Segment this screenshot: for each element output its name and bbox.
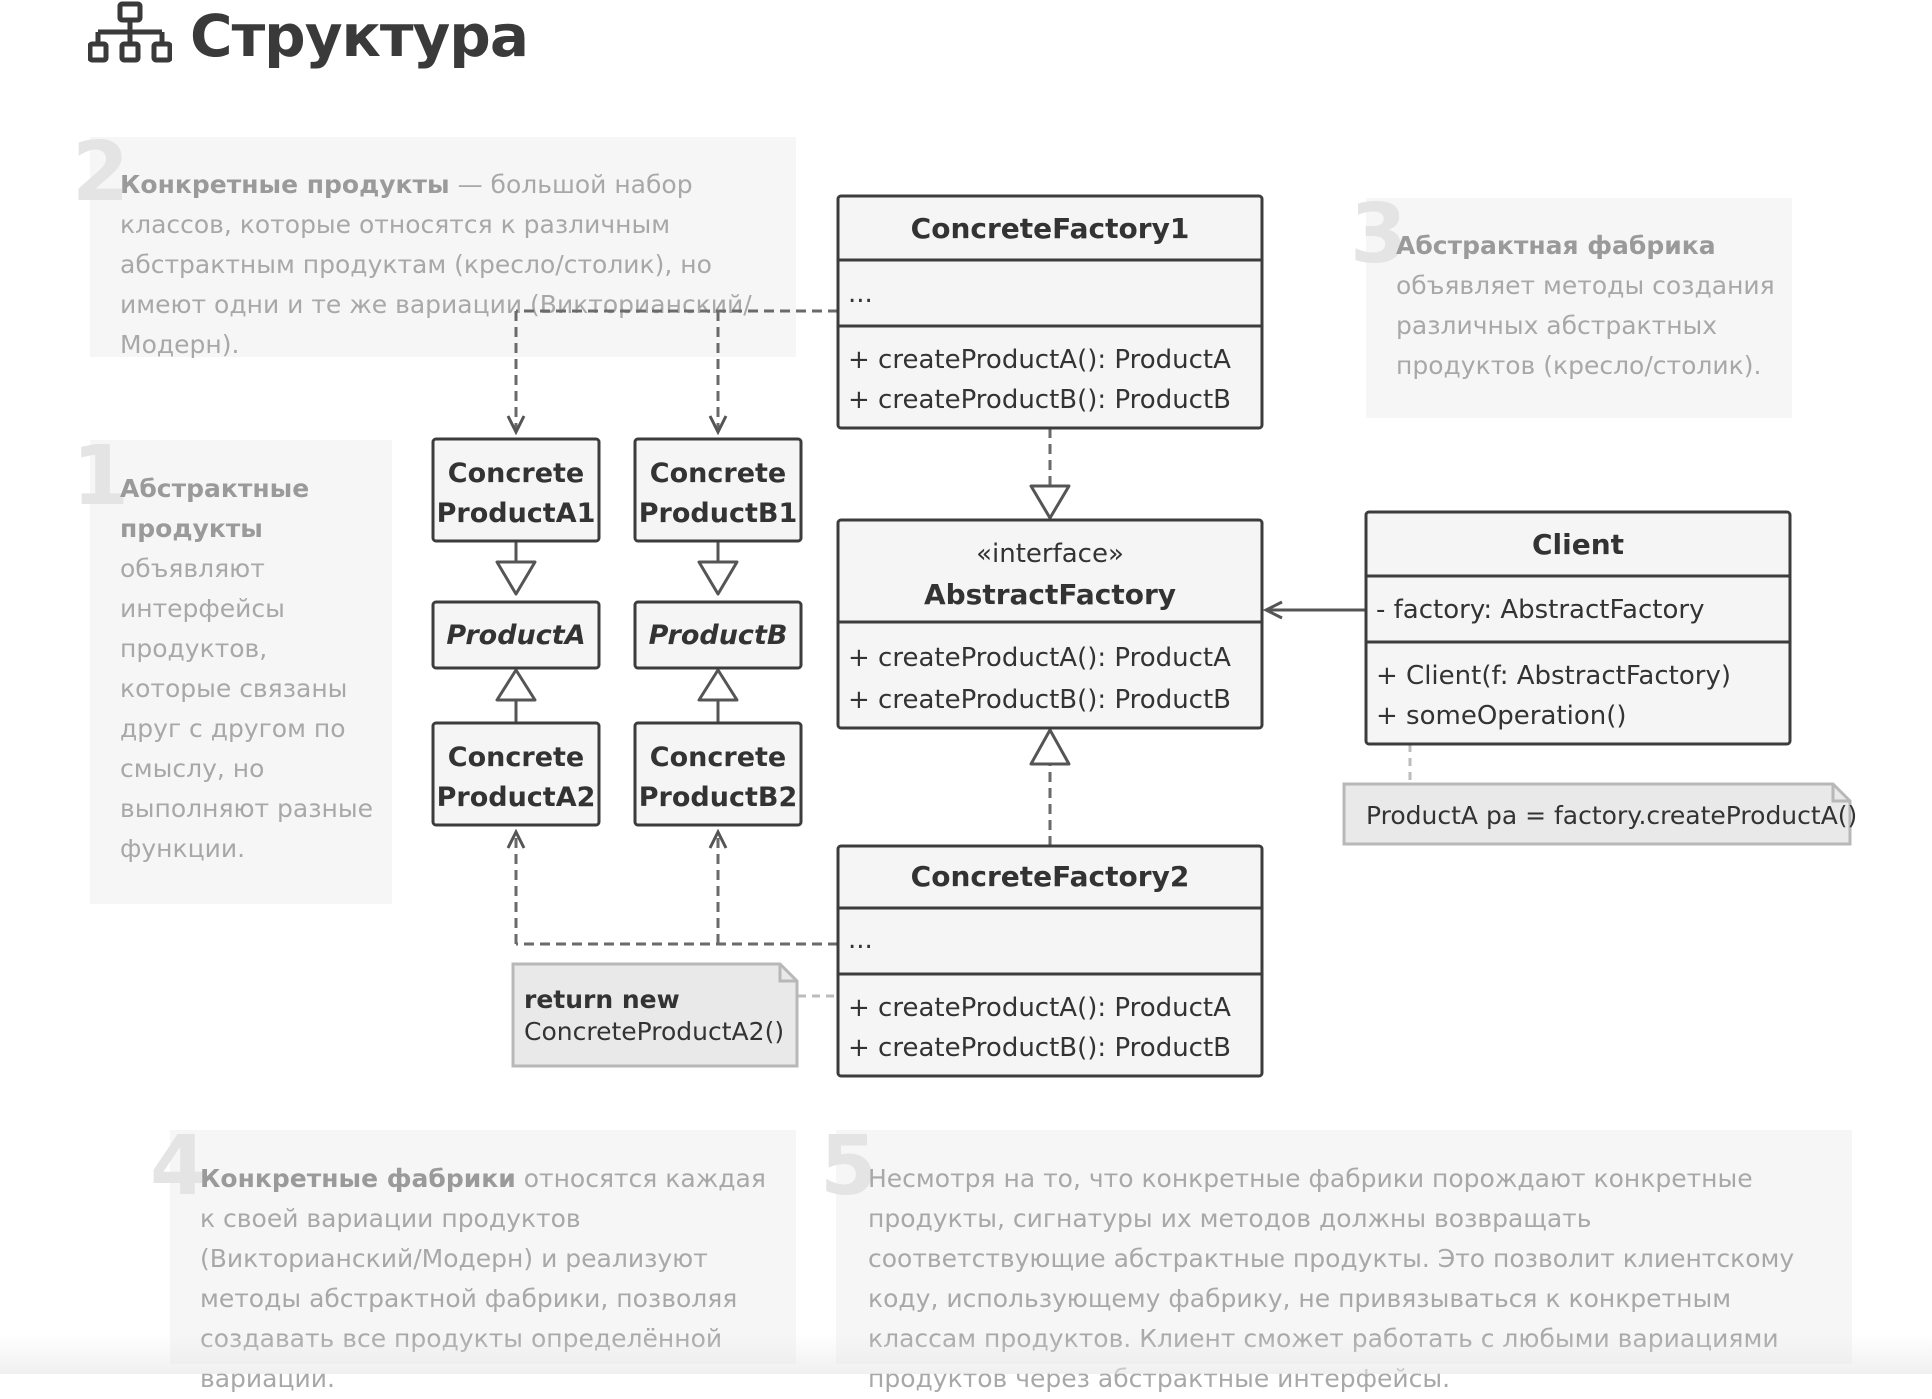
pb-name: ProductB xyxy=(649,620,788,651)
note-2-panel xyxy=(90,137,796,357)
client-code-note: ProductA pa = factory.createProductA() xyxy=(1342,782,1857,846)
class-concrete-product-a1: Concrete ProductA1 xyxy=(431,437,601,543)
af-method-a: + createProductA(): ProductA xyxy=(848,643,1231,673)
class-concrete-factory-2: ConcreteFactory2 ... + createProductA():… xyxy=(836,844,1264,1078)
structure-icon xyxy=(87,1,173,71)
note-5-panel xyxy=(836,1130,1852,1364)
class-concrete-product-b1: Concrete ProductB1 xyxy=(633,437,803,543)
pb2-line2: ProductB2 xyxy=(639,782,797,813)
return-code-note: return new ConcreteProductA2() xyxy=(511,962,799,1068)
return-note-bold: return new xyxy=(524,985,680,1014)
af-name: AbstractFactory xyxy=(924,578,1176,611)
note-4-number: 4 xyxy=(150,1119,208,1214)
note-2-number: 2 xyxy=(72,125,130,220)
note-2-bold: Конкретные продукты xyxy=(120,170,450,199)
pa1-line2: ProductA1 xyxy=(437,498,596,529)
cf1-fields: ... xyxy=(848,279,873,309)
return-note-text: ConcreteProductA2() xyxy=(524,1017,784,1046)
bottom-fade xyxy=(0,1334,1932,1374)
note-4-body: относятся каждая к своей вариации продук… xyxy=(200,1164,766,1393)
pa2-line2: ProductA2 xyxy=(437,782,596,813)
client-method-op: + someOperation() xyxy=(1376,701,1627,731)
note-3-text: Абстрактная фабрика объявляет методы соз… xyxy=(1396,226,1776,386)
note-3-panel xyxy=(1366,198,1792,418)
note-4-bold: Конкретные фабрики xyxy=(200,1164,516,1193)
note-4-panel xyxy=(170,1130,796,1364)
cf1-method-a: + createProductA(): ProductA xyxy=(848,345,1231,375)
client-name: Client xyxy=(1532,528,1624,561)
client-field: - factory: AbstractFactory xyxy=(1376,595,1704,625)
class-abstract-factory: «interface» AbstractFactory + createProd… xyxy=(836,518,1264,730)
class-client: Client - factory: AbstractFactory + Clie… xyxy=(1364,510,1792,746)
client-note-text: ProductA pa = factory.createProductA() xyxy=(1366,801,1857,830)
interface-product-b: ProductB xyxy=(633,600,803,670)
class-concrete-product-b2: Concrete ProductB2 xyxy=(633,721,803,827)
af-method-b: + createProductB(): ProductB xyxy=(848,685,1231,715)
interface-product-a: ProductA xyxy=(431,600,601,670)
class-concrete-factory-1: ConcreteFactory1 ... + createProductA():… xyxy=(836,194,1264,430)
note-5-number: 5 xyxy=(820,1119,878,1214)
pa2-line1: Concrete xyxy=(448,742,584,773)
note-1-body: объявляют интерфейсы продуктов, которые … xyxy=(120,554,373,863)
pb1-line1: Concrete xyxy=(650,458,786,489)
note-1-text: Абстрактные продукты объявляют интерфейс… xyxy=(120,469,380,869)
cf1-method-b: + createProductB(): ProductB xyxy=(848,385,1231,415)
triangle-cf1-af xyxy=(1029,484,1071,520)
cf1-name: ConcreteFactory1 xyxy=(911,212,1190,245)
note-1-panel xyxy=(90,440,392,904)
triangle-pb2 xyxy=(697,668,739,702)
pa1-line1: Concrete xyxy=(448,458,584,489)
triangle-cf2-af xyxy=(1029,728,1071,766)
triangle-pb1 xyxy=(697,560,739,596)
pa-name: ProductA xyxy=(446,620,585,651)
triangle-pa1 xyxy=(495,560,537,596)
cf2-method-b: + createProductB(): ProductB xyxy=(848,1033,1231,1063)
note-1-bold: Абстрактные продукты xyxy=(120,474,310,543)
pb1-line2: ProductB1 xyxy=(639,498,797,529)
triangle-pa2 xyxy=(495,668,537,702)
cf2-fields: ... xyxy=(848,925,873,955)
note-2-body: — большой набор классов, которые относят… xyxy=(120,170,752,359)
note-3-bold: Абстрактная фабрика xyxy=(1396,231,1716,260)
af-stereotype: «interface» xyxy=(976,539,1124,569)
note-3-body: объявляет методы создания различных абст… xyxy=(1396,271,1775,380)
cf2-name: ConcreteFactory2 xyxy=(911,860,1190,893)
class-concrete-product-a2: Concrete ProductA2 xyxy=(431,721,601,827)
page-header: Структура xyxy=(87,0,529,72)
client-method-ctor: + Client(f: AbstractFactory) xyxy=(1376,661,1731,691)
page-title: Структура xyxy=(190,2,529,70)
pb2-line1: Concrete xyxy=(650,742,786,773)
note-4-text: Конкретные фабрики относятся каждая к св… xyxy=(200,1159,785,1399)
note-2-text: Конкретные продукты — большой набор клас… xyxy=(120,165,780,365)
note-1-number: 1 xyxy=(72,429,130,524)
note-3-number: 3 xyxy=(1350,187,1408,282)
cf2-method-a: + createProductA(): ProductA xyxy=(848,993,1231,1023)
